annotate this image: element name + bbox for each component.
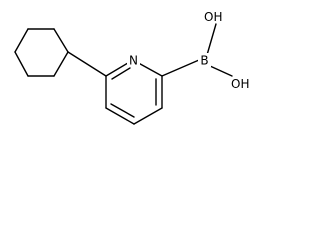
bond [105, 107, 135, 125]
pyridine-ring [105, 59, 163, 125]
cyclohexyl-ring [14, 28, 69, 77]
boron-label: B [200, 54, 208, 68]
boron-hydroxyl-top-bond [206, 23, 217, 56]
cyclohexyl-pyridine-bond [67, 51, 107, 77]
double-bond-inner [110, 103, 135, 118]
boron-atom: B [198, 53, 211, 68]
nitrogen-label: N [129, 54, 138, 68]
bond [14, 51, 29, 77]
bond [53, 28, 69, 53]
hydroxyl-top-group: OH [204, 10, 222, 24]
bond [53, 51, 69, 77]
hydroxyl-top-label: OH [204, 10, 222, 24]
nitrogen-atom: N [127, 53, 140, 68]
chemical-structure-diagram: N B OH OH [14, 10, 249, 125]
bond [14, 28, 29, 53]
double-bond-inner [111, 67, 131, 80]
hydroxyl-bottom-group: OH [231, 77, 249, 91]
carbon-boron-bond [161, 59, 200, 77]
bond [133, 107, 163, 125]
boron-hydroxyl-bottom-bond [209, 65, 233, 77]
hydroxyl-bottom-label: OH [231, 77, 249, 91]
